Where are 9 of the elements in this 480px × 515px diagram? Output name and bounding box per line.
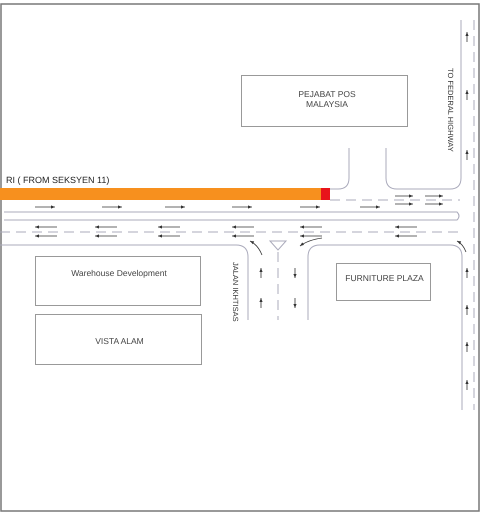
building-box [241, 75, 408, 127]
place-name: Warehouse Development [70, 268, 168, 278]
building-box [35, 256, 201, 306]
place-name: VISTA ALAM [94, 336, 145, 346]
place-name: PEJABAT POS MALAYSIA [297, 89, 357, 109]
road-name: RI ( FROM SEKSYEN 11) [6, 175, 110, 185]
building-box [336, 263, 431, 301]
place-name: FURNITURE PLAZA [344, 273, 425, 283]
building-box [35, 314, 202, 365]
